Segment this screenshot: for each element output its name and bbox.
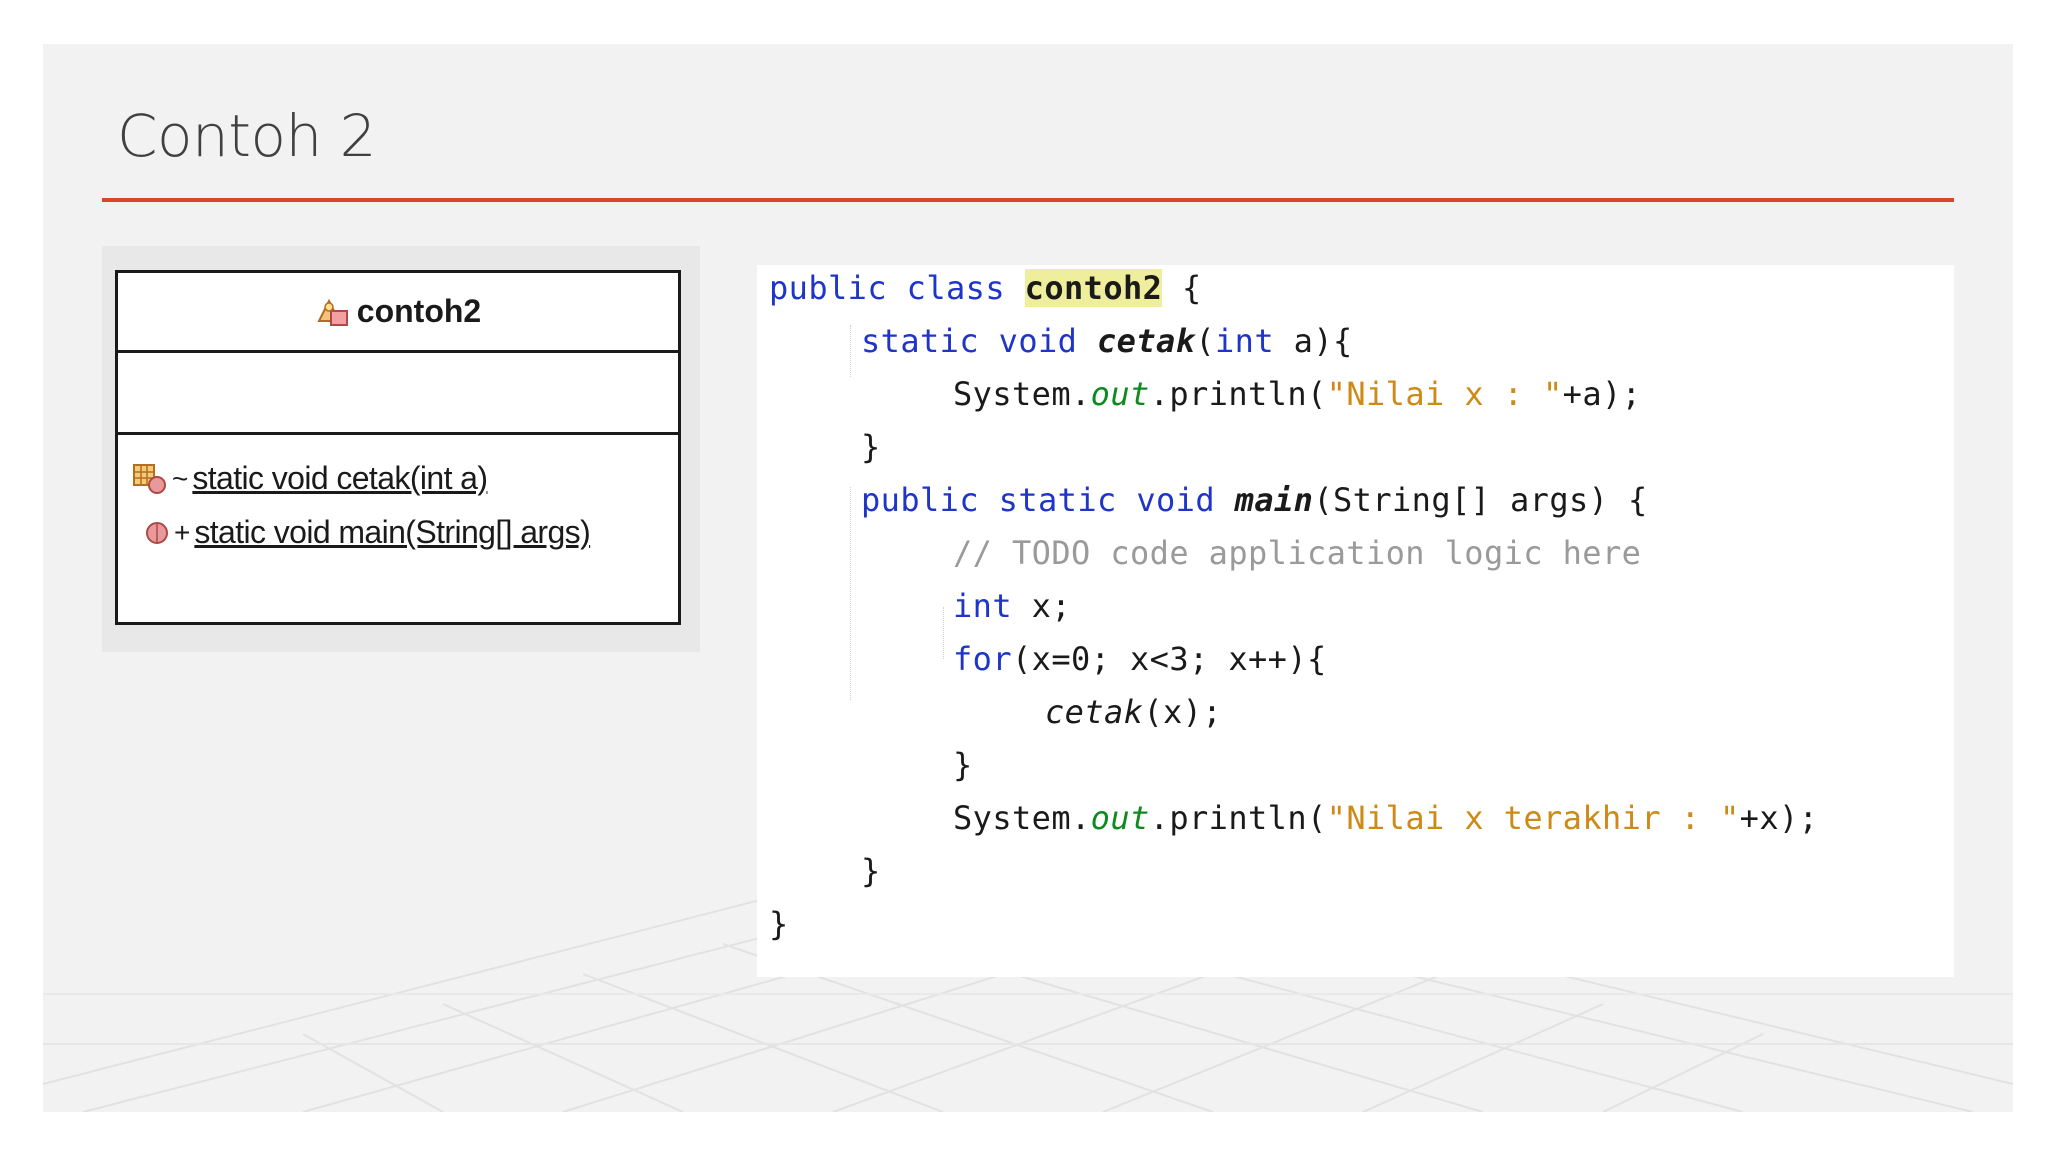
- code-text: }: [953, 746, 973, 784]
- uml-method-visibility: +: [174, 517, 190, 549]
- package-method-icon: [132, 462, 168, 496]
- code-line: System.out.println("Nilai x terakhir : "…: [953, 798, 1818, 838]
- code-line: System.out.println("Nilai x : "+a);: [953, 374, 1641, 414]
- code-text: .println(: [1150, 799, 1327, 837]
- code-string: "Nilai x terakhir : ": [1327, 799, 1740, 837]
- code-keyword: public class: [769, 269, 1005, 307]
- indent-guide: [850, 325, 851, 377]
- code-field: out: [1091, 375, 1150, 413]
- indent-guide: [850, 487, 851, 700]
- code-line: }: [953, 745, 973, 785]
- uml-class-header: contoh2: [118, 273, 678, 353]
- code-method-name: cetak: [1097, 322, 1195, 360]
- code-panel: public class contoh2 { static void cetak…: [757, 265, 1954, 977]
- code-keyword: for: [953, 640, 1012, 678]
- code-comment: // TODO code application logic here: [953, 534, 1641, 572]
- code-text: (String[] args) {: [1313, 481, 1647, 519]
- code-keyword: int: [953, 587, 1012, 625]
- code-text: System.: [953, 375, 1091, 413]
- code-keyword: static void: [861, 322, 1077, 360]
- code-text: System.: [953, 799, 1091, 837]
- code-keyword: int: [1215, 322, 1274, 360]
- code-line: }: [861, 851, 881, 891]
- indent-guide: [943, 607, 944, 659]
- uml-attributes-section: [118, 353, 678, 435]
- code-text: {: [1182, 269, 1202, 307]
- uml-method-cetak: ~ static void cetak(int a): [132, 460, 487, 497]
- uml-method-signature: static void main(String[] args): [194, 514, 590, 551]
- code-text: (: [1195, 322, 1215, 360]
- code-line: static void cetak(int a){: [861, 321, 1353, 361]
- code-keyword: public static void: [861, 481, 1215, 519]
- code-class-name: contoh2: [1025, 269, 1163, 307]
- code-method-name: main: [1235, 481, 1314, 519]
- code-string: "Nilai x : ": [1327, 375, 1563, 413]
- code-text: }: [861, 852, 881, 890]
- code-text: }: [769, 905, 789, 943]
- code-line: }: [861, 427, 881, 467]
- uml-class-name: contoh2: [357, 293, 481, 330]
- slide-title: Contoh 2: [117, 102, 376, 170]
- code-text: a){: [1274, 322, 1353, 360]
- code-line: // TODO code application logic here: [953, 533, 1641, 573]
- uml-method-main: + static void main(String[] args): [144, 514, 590, 551]
- code-line: public static void main(String[] args) {: [861, 480, 1648, 520]
- code-line: public class contoh2 {: [769, 268, 1202, 308]
- code-line: }: [769, 904, 789, 944]
- public-method-icon: [144, 518, 170, 548]
- code-text: +a);: [1563, 375, 1642, 413]
- slide: Contoh 2 contoh2: [43, 44, 2013, 1112]
- code-field: out: [1091, 799, 1150, 837]
- code-text: x;: [1012, 587, 1071, 625]
- uml-method-signature: static void cetak(int a): [192, 460, 487, 497]
- uml-class-diagram: contoh2 ~ static void cetak(int a): [102, 246, 700, 652]
- uml-class-box: contoh2 ~ static void cetak(int a): [115, 270, 681, 625]
- code-text: (x);: [1143, 693, 1222, 731]
- title-underline: [102, 198, 1954, 202]
- code-line: for(x=0; x<3; x++){: [953, 639, 1327, 679]
- code-line: int x;: [953, 586, 1071, 626]
- code-text: .println(: [1150, 375, 1327, 413]
- class-icon: [315, 295, 351, 329]
- code-line: cetak(x);: [1045, 692, 1222, 732]
- code-text: }: [861, 428, 881, 466]
- code-text: +x);: [1740, 799, 1819, 837]
- uml-method-visibility: ~: [172, 463, 188, 495]
- code-text: (x=0; x<3; x++){: [1012, 640, 1327, 678]
- code-method-call: cetak: [1045, 693, 1143, 731]
